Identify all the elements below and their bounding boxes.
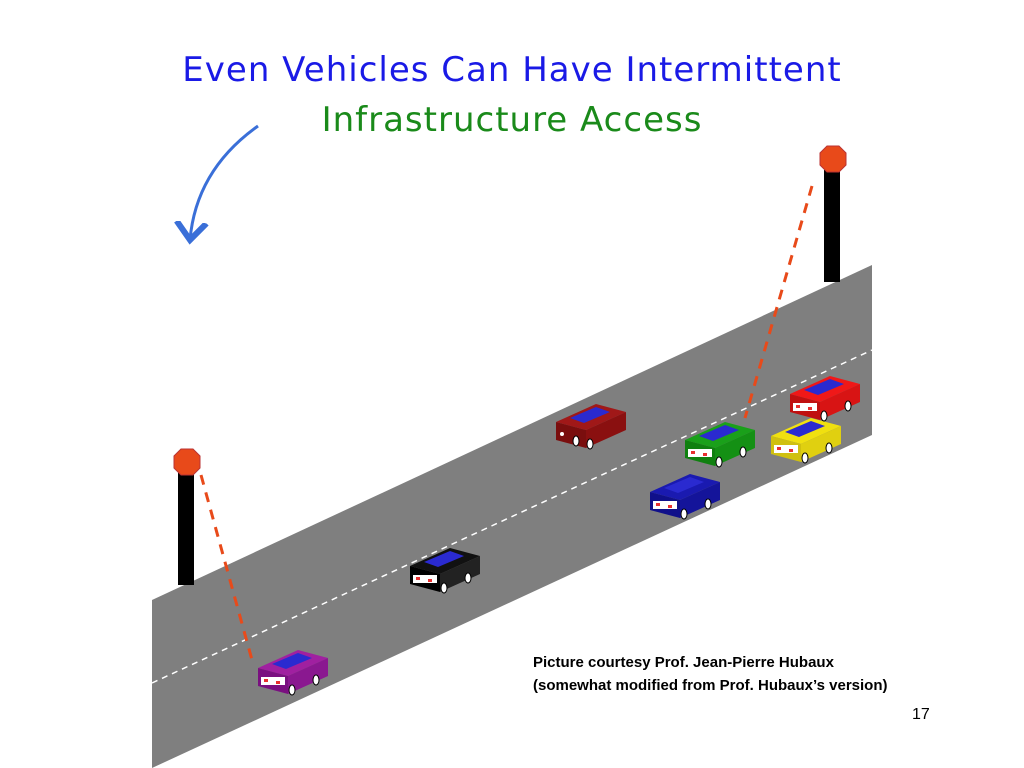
car-red-icon [790,376,860,422]
page-number: 17 [912,706,930,723]
car-yellow-icon [771,418,841,464]
car-purple-icon [258,650,328,696]
highway-icon [151,265,873,768]
slide-title-line-1: Even Vehicles Can Have Intermittent [182,50,842,90]
curved-arrow-icon [190,124,259,240]
slide-title-line-2: Infrastructure Access [321,100,703,140]
credit-line-1: Picture courtesy Prof. Jean-Pierre Hubau… [533,654,834,671]
car-green-icon [685,422,755,468]
credit-line-2: (somewhat modified from Prof. Hubaux’s v… [533,677,888,694]
car-maroon-icon [556,404,626,450]
signal-link-right [743,185,814,419]
right-roadside-unit-icon [819,145,847,282]
signal-link-left [199,474,254,661]
left-roadside-unit-icon [173,448,201,585]
car-blue-icon [650,474,720,520]
car-black-icon [410,548,480,594]
